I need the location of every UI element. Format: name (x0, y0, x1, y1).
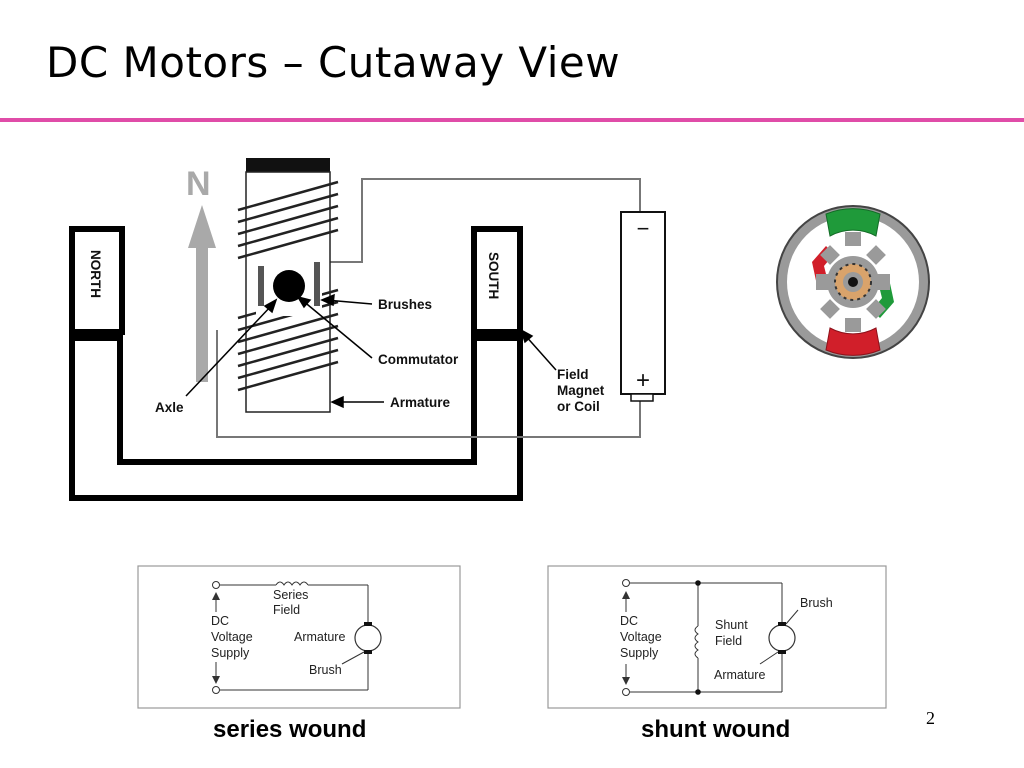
wire-top (323, 178, 641, 263)
label-axle: Axle (155, 400, 184, 415)
shunt-schematic-frame (547, 565, 887, 709)
north-arrow-shaft (196, 246, 208, 382)
leader-field-magnet-head (519, 328, 534, 344)
series-wound-caption: series wound (213, 716, 367, 743)
leader-commutator-head (296, 295, 312, 309)
series-field-label-2: Field (273, 603, 300, 617)
shunt-field-label-1: Shunt (715, 618, 748, 632)
label-commutator: Commutator (378, 352, 459, 367)
series-supply-label-3: Supply (211, 646, 250, 660)
series-supply-label-1: DC (211, 614, 229, 628)
series-armature-label: Armature (294, 630, 345, 644)
leader-commutator (301, 299, 373, 359)
battery-terminal (630, 393, 654, 402)
north-pole (69, 226, 125, 335)
brush-left (258, 266, 264, 306)
shunt-brush-label: Brush (800, 596, 833, 610)
north-pole-label: NORTH (88, 250, 103, 298)
red-pole-bottom (825, 327, 881, 356)
commutator (273, 270, 305, 302)
magnet-frame (69, 335, 523, 501)
wire-bottom (216, 330, 641, 438)
shunt-wound-caption: shunt wound (641, 716, 791, 743)
brush-right (314, 262, 320, 306)
green-pole-top (825, 208, 881, 237)
leader-axle (185, 304, 273, 397)
south-pole (471, 226, 523, 335)
motor-cross-section (776, 205, 930, 359)
leader-axle-head (263, 298, 278, 314)
battery-minus: − (637, 216, 650, 241)
armature-cap (246, 158, 330, 172)
label-field-magnet-1: Field (557, 367, 589, 382)
shunt-field-label-2: Field (715, 634, 742, 648)
shunt-supply-label-3: Supply (620, 646, 659, 660)
battery-body (620, 211, 666, 395)
north-arrow-head (188, 205, 216, 248)
leader-field-magnet (523, 333, 557, 371)
label-field-magnet-3: or Coil (557, 399, 600, 414)
shunt-armature-label: Armature (714, 668, 765, 682)
label-armature: Armature (390, 395, 451, 410)
page-number: 2 (926, 708, 935, 728)
series-armature (354, 624, 382, 652)
title-divider (0, 118, 1024, 122)
leader-armature-head (330, 395, 344, 409)
series-field-coil (275, 581, 309, 586)
label-brushes: Brushes (378, 297, 432, 312)
north-arrow-label: N (186, 165, 211, 203)
south-pole-label: SOUTH (486, 252, 501, 299)
series-supply-label-2: Voltage (211, 630, 253, 644)
shunt-supply-label-1: DC (620, 614, 638, 628)
shunt-supply-label-2: Voltage (620, 630, 662, 644)
series-schematic-frame (137, 565, 461, 709)
series-field-label-1: Series (273, 588, 308, 602)
slide-title: DC Motors – Cutaway View (46, 38, 621, 87)
shunt-armature (768, 624, 796, 652)
leader-brushes-head (320, 293, 335, 307)
series-brush-label: Brush (309, 663, 342, 677)
label-field-magnet-2: Magnet (557, 383, 605, 398)
battery-plus: + (636, 367, 650, 394)
shunt-field-coil (694, 625, 699, 659)
